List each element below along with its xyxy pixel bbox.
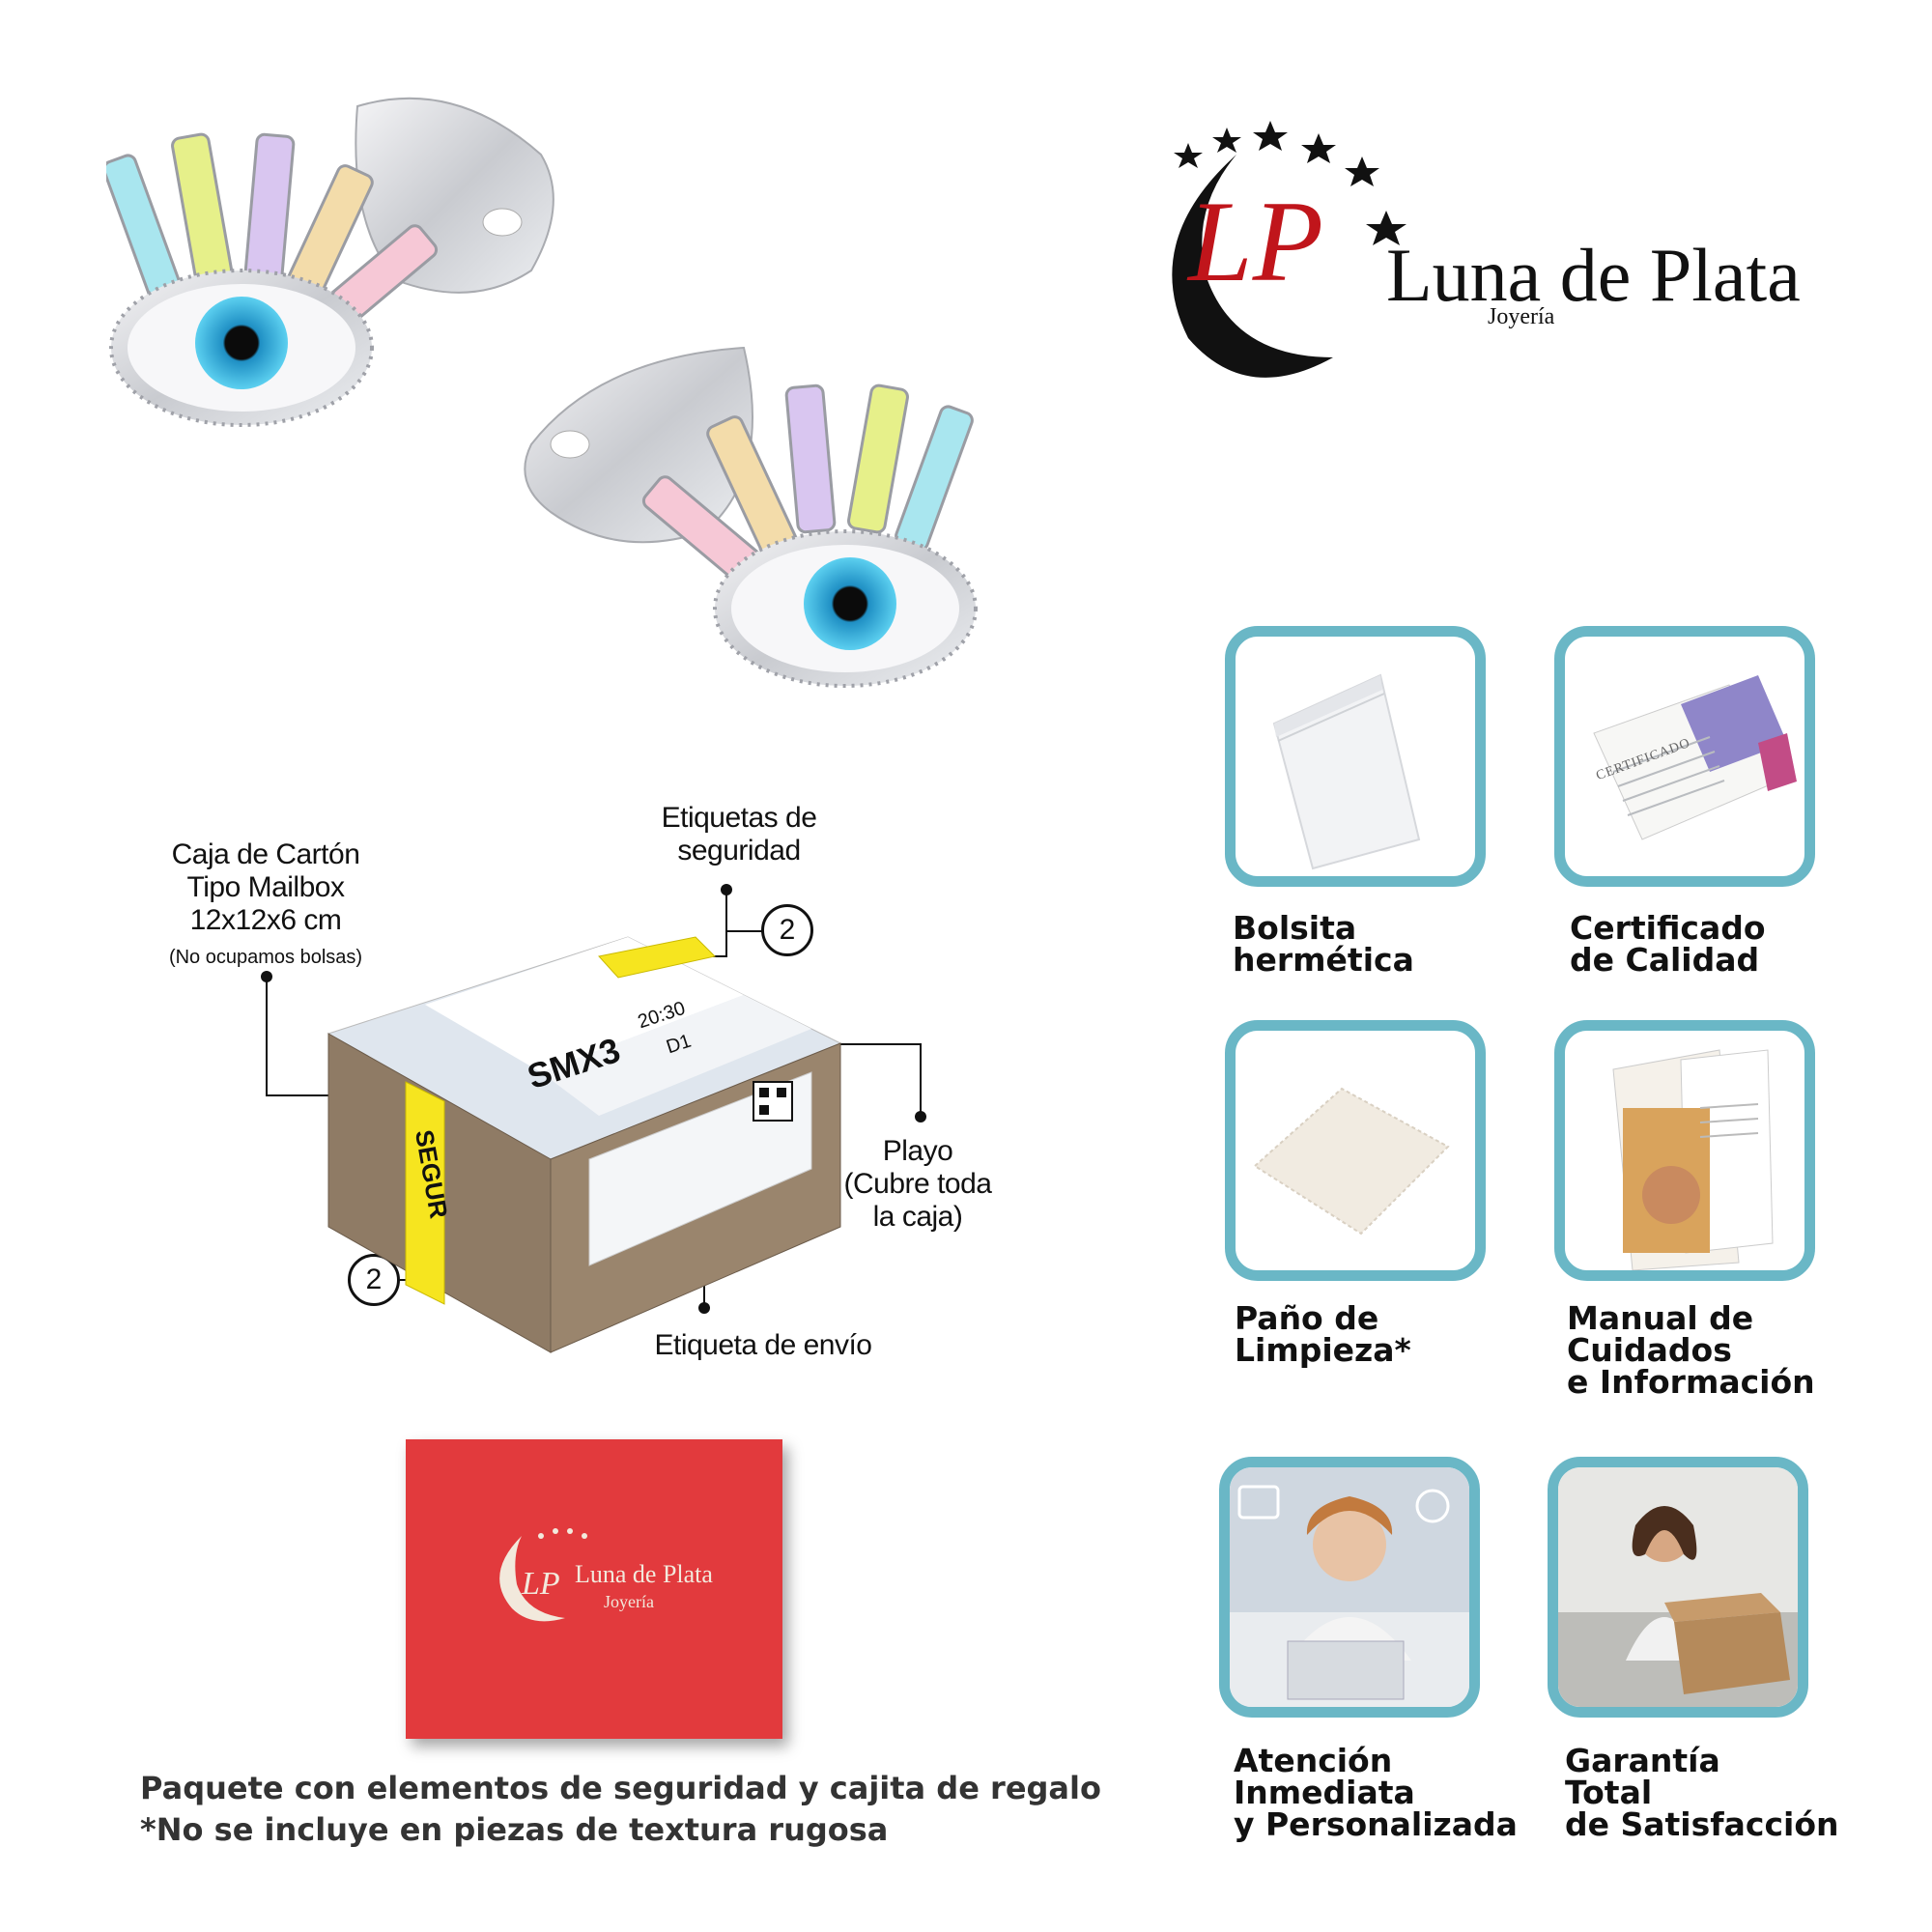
box-label-line1: Caja de Cartón (171, 838, 360, 870)
feature-label-cloth: Paño de Limpieza* (1235, 1299, 1411, 1369)
leader-line (266, 977, 268, 1096)
cleaning-cloth-icon (1253, 1087, 1450, 1236)
feature-card-certificate: CERTIFICADO (1554, 626, 1815, 887)
support-agent-icon (1230, 1467, 1469, 1707)
logo-subtitle: Joyería (1488, 304, 1555, 329)
footer-line1: Paquete con elementos de seguridad y caj… (140, 1770, 1101, 1806)
feature-card-manual (1554, 1020, 1815, 1281)
certificate-icon (1593, 675, 1797, 840)
leader-line (821, 1043, 922, 1045)
feature-label-bag: Bolsita hermética (1233, 909, 1414, 979)
security-label-line1: Etiquetas de (661, 802, 817, 834)
box-label: Caja de Cartón Tipo Mailbox 12x12x6 cm (145, 838, 386, 937)
gift-box: LP Luna de Plata Joyería (406, 1439, 782, 1739)
svg-text:LP: LP (521, 1566, 560, 1602)
zip-bag-icon (1272, 673, 1421, 870)
security-label-line2: seguridad (677, 835, 801, 867)
footer-line2: *No se incluye en piezas de textura rugo… (140, 1811, 889, 1848)
feature-label-manual: Manual de Cuidados e Información (1567, 1299, 1815, 1401)
leader-line (266, 1094, 328, 1096)
feature-label-support: Atención Inmediata y Personalizada (1234, 1742, 1518, 1843)
wrap-label-line3: la caja) (872, 1201, 963, 1233)
box-note: (No ocupamos bolsas) (168, 947, 363, 968)
feature-card-support (1219, 1457, 1480, 1718)
box-label-line2: Tipo Mailbox (186, 871, 345, 903)
feature-card-cloth (1225, 1020, 1486, 1281)
feature-card-satisfaction (1548, 1457, 1808, 1718)
leader-line (726, 930, 786, 932)
box-label-line3: 12x12x6 cm (189, 904, 342, 936)
evil-eye-earring-icon (102, 97, 554, 427)
manual-icon (1612, 1049, 1774, 1270)
leader-line (920, 1043, 922, 1113)
earring-right (512, 328, 995, 696)
gift-box-brand: Luna de Plata (575, 1560, 713, 1588)
shipping-box: SMX3 20:30 D1 SEGUR (309, 918, 850, 1362)
moon-stars-icon: LP (1172, 121, 1406, 378)
wrap-label-line1: Playo (882, 1135, 953, 1167)
logo-brand-name: Luna de Plata (1386, 233, 1801, 317)
logo-initials: LP (1186, 177, 1323, 305)
brand-logo: LP Luna de Plata Joyería (1130, 116, 1826, 406)
earring-left (102, 77, 589, 444)
wrap-label-line2: (Cubre toda (843, 1168, 992, 1200)
feature-card-bag (1225, 626, 1486, 887)
wrap-label: Playo (Cubre toda la caja) (821, 1135, 1014, 1234)
evil-eye-earring-icon (524, 346, 978, 688)
happy-customer-icon (1558, 1467, 1798, 1707)
leader-dot (698, 1302, 710, 1314)
feature-label-certificate: Certificado de Calidad (1570, 909, 1766, 979)
security-labels-title: Etiquetas de seguridad (618, 802, 860, 867)
leader-dot (915, 1111, 926, 1122)
gift-box-subtitle: Joyería (604, 1592, 654, 1611)
feature-label-satisfaction: Garantía Total de Satisfacción (1565, 1742, 1839, 1843)
shipping-label-caption: Etiqueta de envío (654, 1329, 872, 1361)
security-count-top: 2 (761, 904, 813, 956)
leader-line (725, 890, 727, 957)
